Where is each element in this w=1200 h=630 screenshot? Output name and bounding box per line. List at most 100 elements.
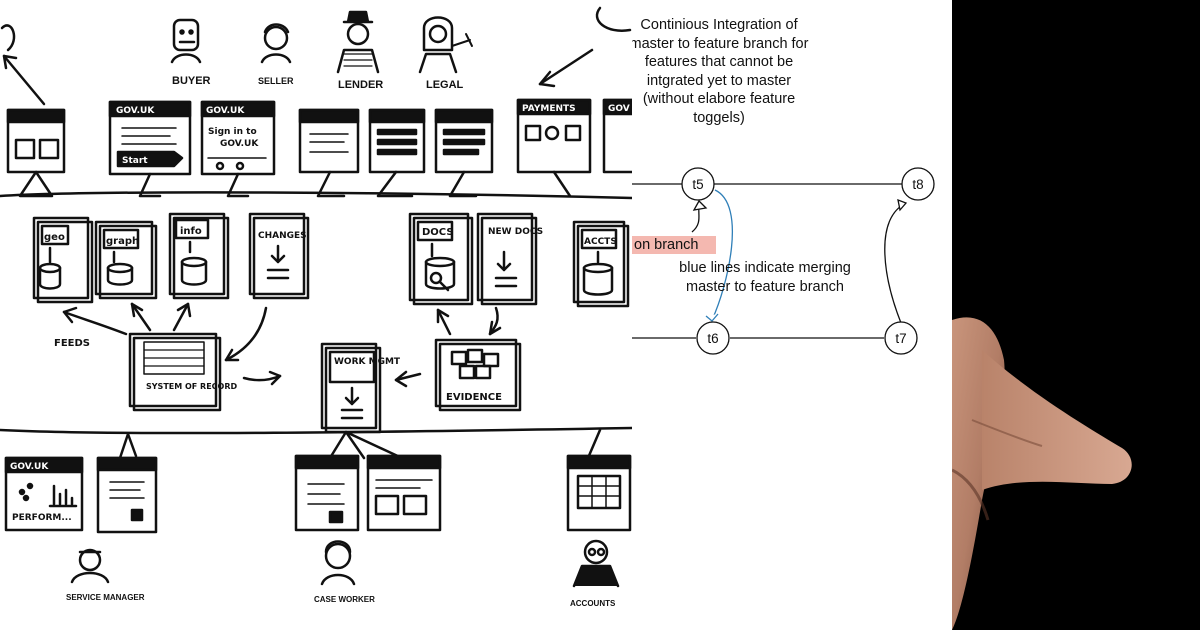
- performance-caption: PERFORM...: [12, 513, 72, 523]
- screen-brand: GOV.UK: [10, 462, 49, 472]
- persona-label-seller: SELLER: [258, 76, 294, 86]
- screen-brand: GOV.UK: [206, 106, 245, 116]
- screen-brand: GOV.UK: [116, 106, 155, 116]
- screen-top-gov-partial: GOV: [602, 98, 632, 174]
- branch-graph: t5 t8 t6 t7: [632, 167, 935, 355]
- screen-bottom-4: [366, 454, 442, 532]
- start-label: Start: [122, 156, 148, 166]
- node-t6: t6: [696, 321, 730, 355]
- hub-evidence: EVIDENCE: [434, 338, 522, 412]
- user-arrow-right: [538, 6, 632, 88]
- node-label-t5: t5: [692, 177, 703, 192]
- feature-merge-line: [884, 203, 905, 324]
- flow-arrow: [62, 310, 128, 336]
- screen-bottom-performance: GOV.UK PERFORM...: [4, 456, 84, 532]
- payments-label: PAYMENTS: [522, 104, 576, 114]
- hub-work-mgmt: WORK MGMT: [320, 342, 401, 434]
- screen-top-govuk-signin: GOV.UK Sign in to GOV.UK: [200, 100, 276, 176]
- persona-label-buyer: BUYER: [172, 75, 211, 87]
- persona-service-manager: [70, 548, 110, 584]
- hub-label-work-mgmt: WORK MGMT: [334, 357, 401, 367]
- persona-label-service-manager: SERVICE MANAGER: [66, 593, 145, 602]
- persona-case-worker: [320, 540, 356, 586]
- screen-bottom-3: [294, 454, 360, 532]
- architecture-sketch: BUYER SELLER LENDER LEGAL GOV.UK Start G…: [0, 6, 632, 608]
- arrowhead: [224, 348, 240, 362]
- diagram-title: Continious Integration of master to feat…: [632, 17, 809, 126]
- hub-system-of-record: SYSTEM OF RECORD: [128, 332, 237, 412]
- service-info: info: [168, 212, 230, 300]
- screen-bottom-2: [96, 456, 158, 534]
- flow-arrow: [130, 302, 152, 332]
- connector: [328, 430, 404, 460]
- persona-accounts: [572, 539, 620, 588]
- node-t7: t7: [884, 321, 918, 355]
- service-geo: geo: [32, 216, 94, 304]
- service-label-docs: DOCS: [422, 227, 454, 238]
- feeds-label: FEEDS: [54, 338, 90, 349]
- persona-buyer: [170, 18, 202, 64]
- persona-seller: [260, 23, 292, 64]
- palm-crease: [952, 468, 990, 521]
- flow-arrow: [436, 308, 452, 336]
- connector: [448, 170, 478, 198]
- service-label-info: info: [180, 226, 202, 237]
- service-graph: graph: [94, 220, 158, 300]
- merge-arrowhead: [705, 313, 719, 322]
- flow-arrow: [394, 372, 422, 382]
- thumb: [982, 350, 1132, 490]
- hub-label-system-of-record: SYSTEM OF RECORD: [146, 382, 237, 391]
- screen-brand: GOV: [608, 104, 630, 114]
- user-arrow-left: [0, 24, 46, 106]
- connector: [138, 172, 162, 198]
- connector: [18, 170, 54, 198]
- connector: [118, 432, 138, 460]
- branch-link-arrowhead: [692, 199, 708, 211]
- hand-photo: [952, 0, 1200, 630]
- signin-line-1: Sign in to: [208, 127, 257, 137]
- arrowhead: [62, 306, 78, 324]
- flow-arrow: [242, 374, 282, 382]
- service-new-docs: NEW DOCS: [476, 212, 543, 306]
- node-t8: t8: [901, 167, 935, 201]
- screen-bottom-accounts: [566, 454, 632, 532]
- persona-label-legal: LEGAL: [426, 79, 464, 91]
- node-label-t7: t7: [895, 331, 906, 346]
- persona-label-accounts: ACCOUNTS: [570, 599, 616, 608]
- screen-top-4: [298, 108, 360, 174]
- branch-label: on branch: [632, 236, 716, 254]
- connector: [552, 170, 572, 198]
- screen-top-payments: PAYMENTS: [516, 98, 592, 174]
- flow-arrow: [172, 302, 190, 332]
- screen-top-govuk-start: GOV.UK Start: [108, 100, 192, 176]
- hub-label-evidence: EVIDENCE: [446, 392, 502, 403]
- platform-bottom-edge: [0, 426, 632, 435]
- screen-top-1: [6, 108, 66, 174]
- service-changes: CHANGES: [248, 212, 310, 300]
- node-t5: t5: [681, 167, 715, 201]
- platform-top-edge: [0, 191, 632, 200]
- flow-arrow: [224, 306, 268, 362]
- arrowhead: [436, 308, 450, 324]
- persona-label-lender: LENDER: [338, 79, 383, 91]
- service-accts: ACCTS: [572, 220, 630, 308]
- connector: [316, 170, 346, 198]
- feature-merge-arrowhead: [897, 198, 908, 212]
- connector: [376, 170, 414, 198]
- service-label-geo: geo: [44, 232, 65, 243]
- thumb-crease: [971, 419, 1043, 447]
- arrowhead: [394, 370, 408, 388]
- arrowhead: [176, 302, 192, 318]
- screen-top-5: [368, 108, 426, 174]
- connector: [226, 172, 250, 198]
- sketch-canvas: BUYER SELLER LENDER LEGAL GOV.UK Start G…: [0, 6, 632, 608]
- node-label-t6: t6: [707, 331, 718, 346]
- merge-line-blue: [711, 189, 734, 321]
- merge-note: blue lines indicate merging master to fe…: [679, 260, 851, 295]
- service-docs: DOCS: [408, 212, 474, 306]
- node-label-t8: t8: [912, 177, 923, 192]
- service-label-graph: graph: [106, 236, 139, 247]
- signin-line-2: GOV.UK: [220, 139, 259, 149]
- hand-image: [952, 317, 1132, 630]
- connector: [586, 428, 602, 460]
